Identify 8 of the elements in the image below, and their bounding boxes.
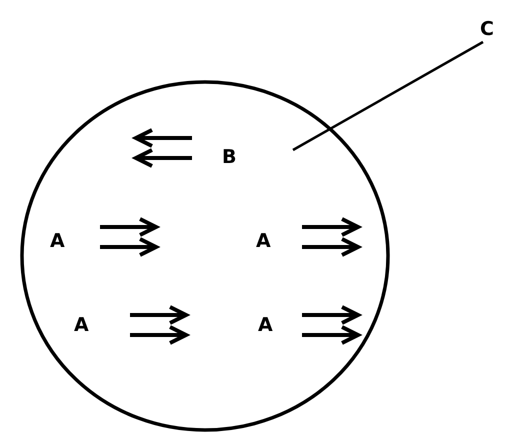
letter-label: A (258, 316, 273, 335)
letter-label: A (50, 232, 65, 251)
letter-label: A (74, 316, 89, 335)
cell-outline (20, 80, 390, 432)
letter-label: A (256, 232, 271, 251)
leader-line (292, 40, 484, 152)
letter-label: B (222, 148, 236, 167)
part-label: C (480, 18, 500, 40)
